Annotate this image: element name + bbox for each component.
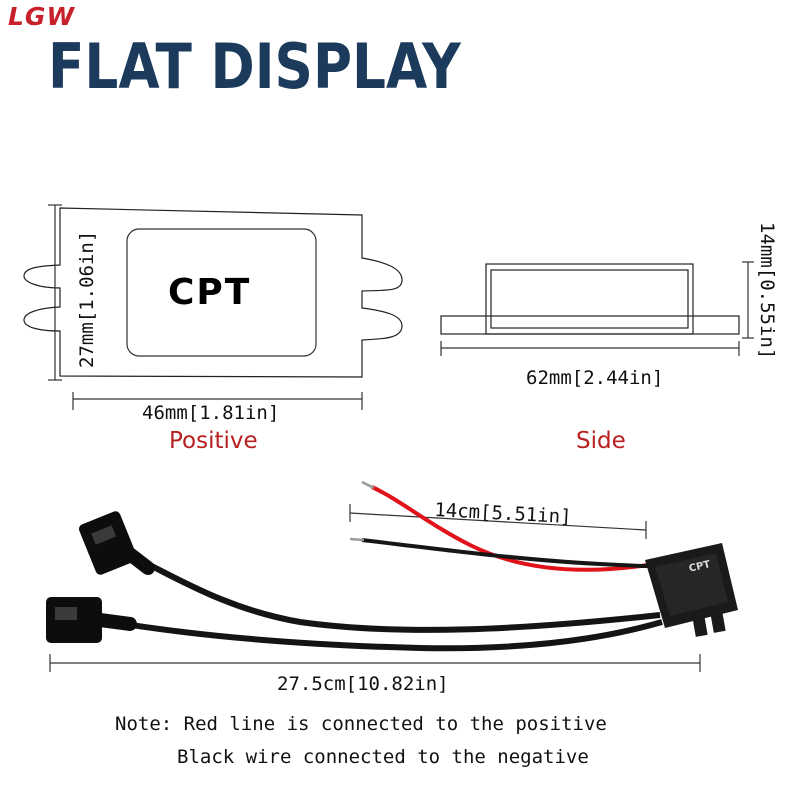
side-width-dimension: 62mm[2.44in]	[526, 367, 664, 389]
positive-module-label: CPT	[168, 272, 252, 313]
converter-module	[645, 543, 738, 637]
side-width-dim-line	[440, 341, 740, 356]
brand-logo: LGW	[8, 2, 76, 31]
positive-label-panel	[126, 228, 317, 357]
wire-length-dim-line	[349, 504, 647, 539]
total-length-dim-line	[49, 654, 701, 672]
black-wire	[361, 538, 649, 568]
positive-caption: Positive	[169, 428, 258, 454]
side-height-dim-line	[742, 261, 754, 339]
red-wire-tip	[361, 480, 375, 490]
positive-width-dim-line	[72, 392, 363, 410]
positive-height-dim-line	[48, 204, 62, 381]
positive-height-dimension: 27mm[1.06in]	[76, 230, 98, 368]
side-height-dimension: 14mm[0.55in]	[756, 222, 778, 360]
usb-cable-upper	[138, 557, 661, 633]
black-wire-tip	[349, 537, 365, 542]
side-view-outline	[440, 263, 740, 335]
total-length-dimension: 27.5cm[10.82in]	[277, 673, 449, 695]
side-caption: Side	[576, 428, 626, 454]
note-line-2: Black wire connected to the negative	[177, 746, 589, 768]
positive-view-outline	[23, 207, 403, 378]
page-title: FLAT DISPLAY	[48, 30, 461, 103]
note-line-1: Note: Red line is connected to the posit…	[115, 713, 607, 735]
positive-width-dimension: 46mm[1.81in]	[142, 402, 280, 424]
usb-connector-top	[78, 511, 155, 575]
red-wire	[371, 485, 649, 572]
usb-connector-bottom	[46, 597, 137, 643]
usb-cable-lower	[117, 619, 663, 652]
